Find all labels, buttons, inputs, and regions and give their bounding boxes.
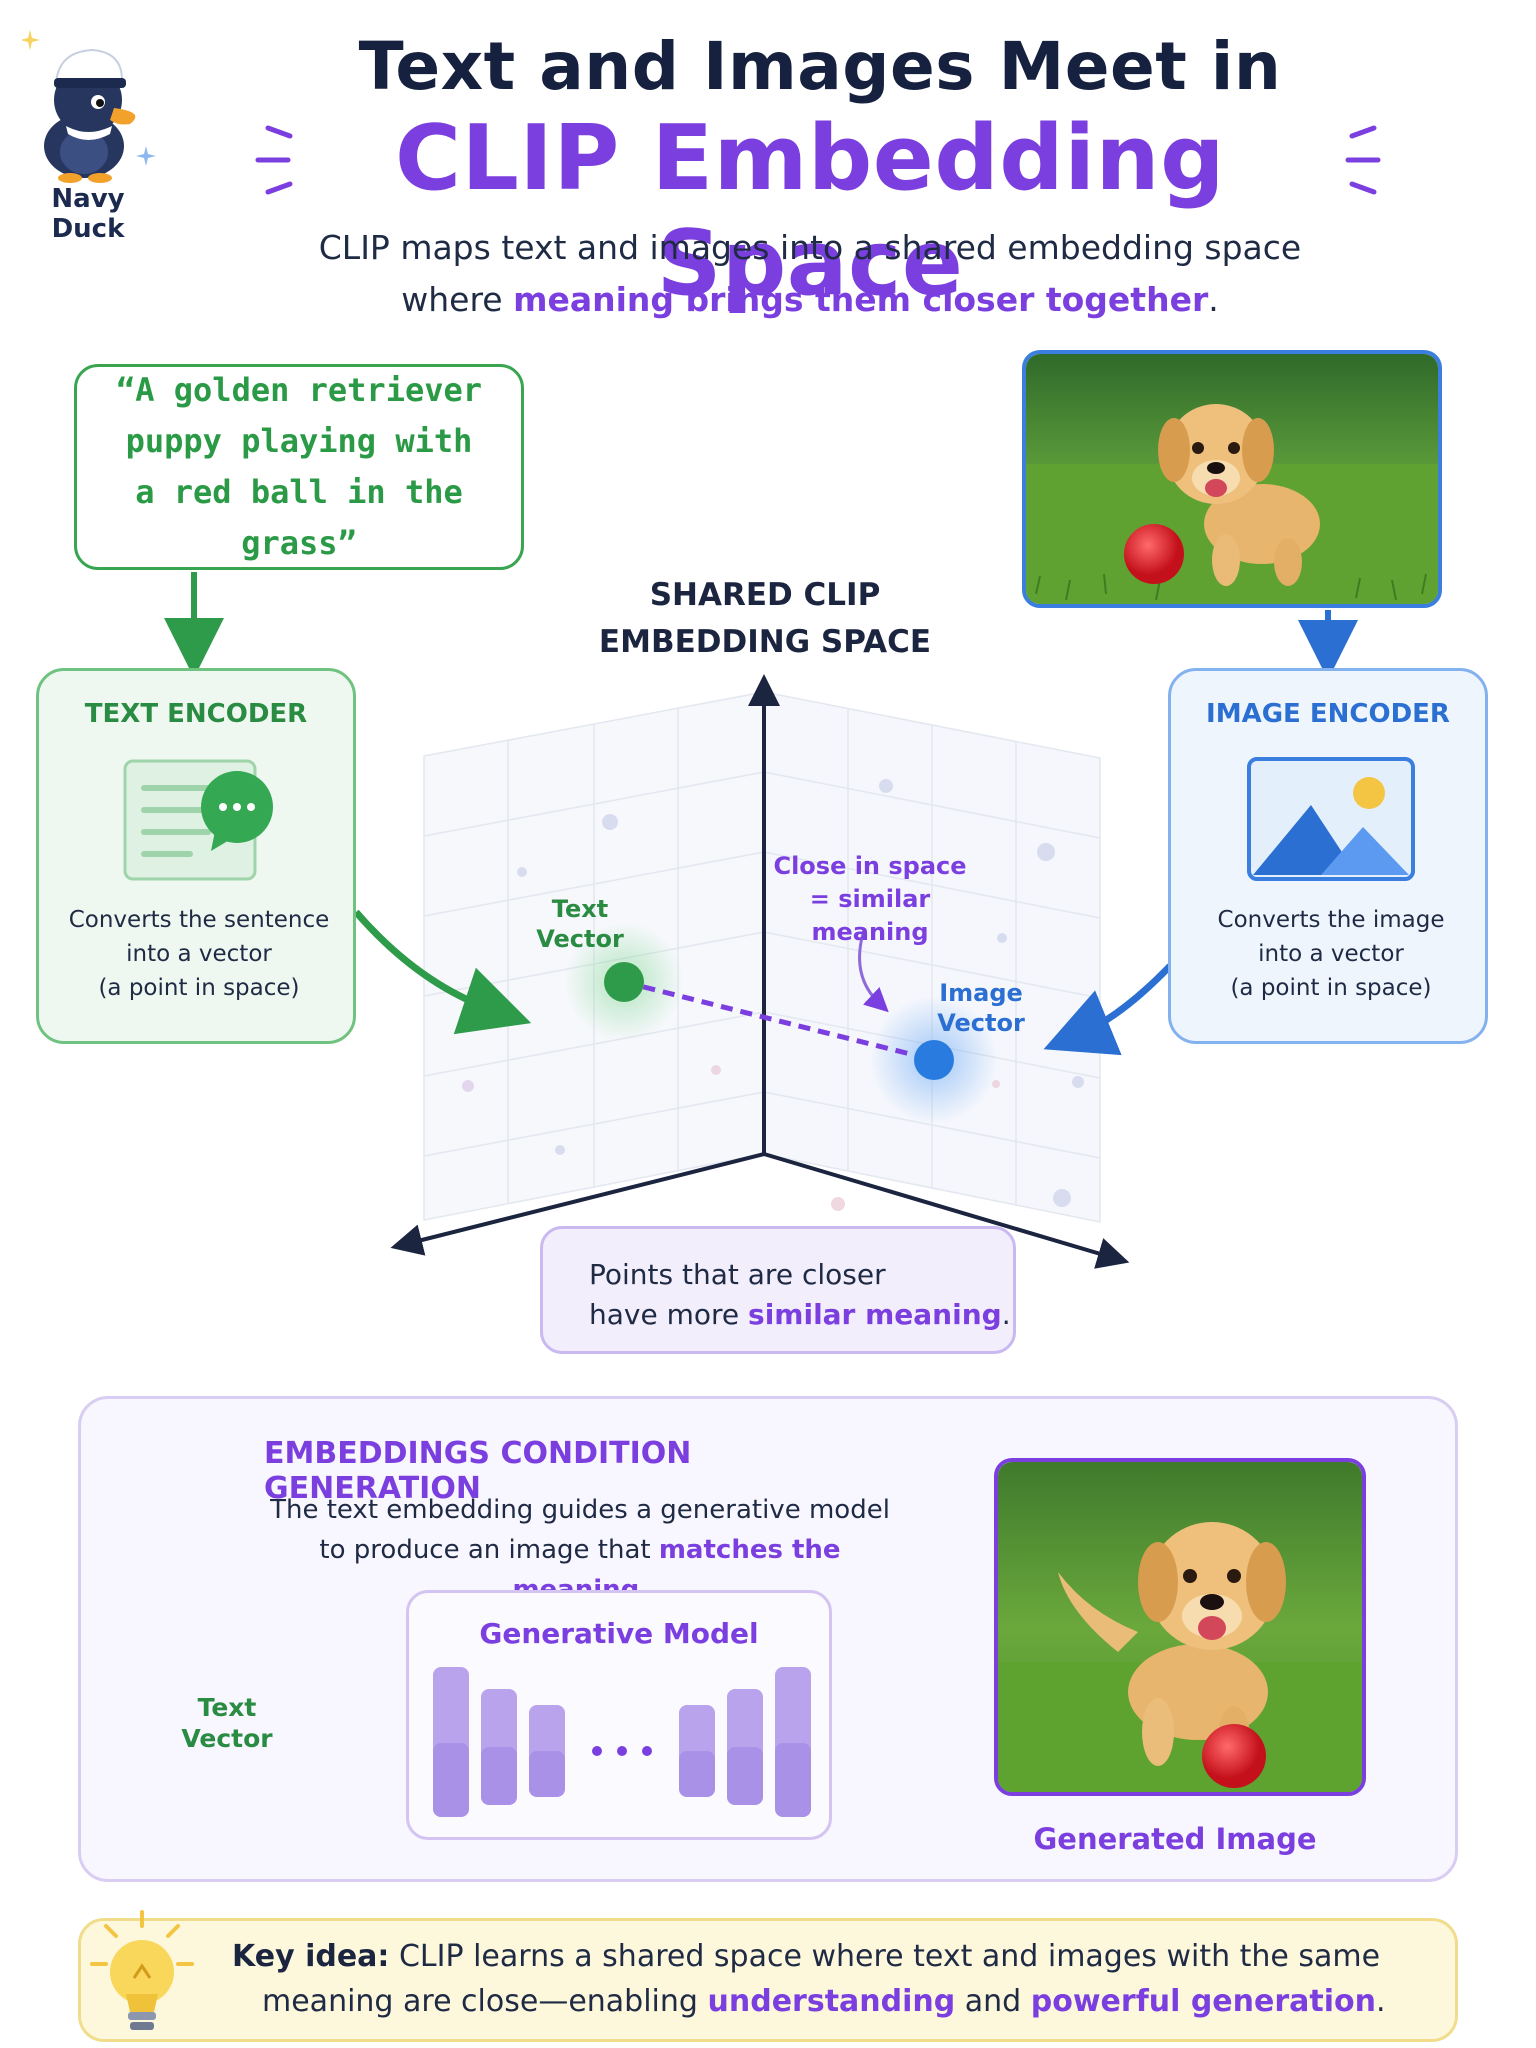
space-faint-points	[462, 779, 1084, 1211]
image-encoder-to-space-arrow	[1043, 963, 1173, 1056]
generated-photo	[994, 1458, 1366, 1796]
lightbulb-icon	[90, 1910, 194, 2030]
puppy-photo-image	[1026, 354, 1438, 604]
key-idea-text2: meaning are close—enabling	[262, 1984, 708, 2019]
key-idea-text: Key idea: CLIP learns a shared space whe…	[232, 1934, 1432, 2024]
page-subtitle: CLIP maps text and images into a shared …	[240, 222, 1380, 326]
space-title-line1: SHARED CLIP	[649, 577, 881, 613]
page-title-line2: CLIP Embedding Space	[394, 106, 1226, 316]
space-axes	[390, 674, 1130, 1269]
space-title-line2: EMBEDDING SPACE	[598, 624, 932, 660]
text-encoder-desc-line2: into a vector	[126, 941, 272, 967]
key-idea-box	[78, 1918, 1458, 2042]
document-chat-icon	[123, 759, 273, 881]
close-label-line1: Close in space	[773, 852, 967, 880]
image-encoder-desc-line2: into a vector	[1258, 941, 1404, 967]
image-encoder-title: IMAGE ENCODER	[1206, 699, 1450, 729]
gen-text-vector-label: Text Vector	[170, 1692, 284, 1754]
subtitle-line2: where meaning brings them closer togethe…	[240, 274, 1380, 326]
prompt-line1: “A golden retriever	[115, 371, 483, 409]
page-title-line1: Text and Images Meet in	[358, 28, 1282, 105]
generative-model-box: Generative Model	[406, 1590, 832, 1840]
prompt-box: “A golden retriever puppy playing with a…	[74, 364, 524, 570]
generation-title: EMBEDDINGS CONDITION GENERATION	[264, 1436, 692, 1506]
key-idea-highlight1: understanding	[707, 1984, 956, 2019]
close-in-space-label: Close in space = similar meaning	[750, 850, 990, 949]
image-vector-point	[914, 1040, 954, 1080]
note-line2: have more similar meaning.	[589, 1295, 1013, 1335]
note-highlight: similar meaning	[748, 1298, 1002, 1331]
generative-model-title: Generative Model	[479, 1617, 759, 1650]
text-vector-label: Text Vector	[520, 894, 640, 954]
note-line1: Points that are closer	[589, 1258, 886, 1291]
close-label-line2: = similar meaning	[809, 885, 931, 946]
text-encoder-title: TEXT ENCODER	[84, 699, 308, 729]
key-idea-line1: Key idea: CLIP learns a shared space whe…	[232, 1934, 1432, 1979]
key-idea-line2: meaning are close—enabling understanding…	[232, 1979, 1432, 2024]
generation-desc-line1: The text embedding guides a generative m…	[270, 1495, 890, 1525]
text-encoder-to-space-arrow	[353, 909, 532, 1035]
prompt-text: “A golden retriever puppy playing with a…	[97, 365, 501, 569]
generated-image-label: Generated Image	[1033, 1822, 1317, 1856]
subtitle-line1: CLIP maps text and images into a shared …	[318, 228, 1302, 267]
text-encoder-desc: Converts the sentence into a vector (a p…	[49, 903, 349, 1005]
title-deco-left	[255, 125, 293, 195]
space-title: SHARED CLIP EMBEDDING SPACE	[560, 572, 970, 666]
text-vector-label-line2: Vector	[536, 925, 624, 953]
text-vector-point	[604, 962, 644, 1002]
generation-desc: The text embedding guides a generative m…	[250, 1490, 910, 1610]
gen-text-vector-line1: Text	[197, 1693, 257, 1722]
landscape-image-icon	[1247, 757, 1415, 881]
input-photo	[1022, 350, 1442, 608]
text-encoder-desc-line3: (a point in space)	[98, 975, 300, 1001]
key-idea-text3: and	[955, 1984, 1031, 2019]
vector-distance-line	[623, 979, 935, 1063]
note-prefix: have more	[589, 1298, 749, 1331]
image-vector-label-line2: Vector	[937, 1009, 1025, 1037]
image-encoder-desc: Converts the image into a vector (a poin…	[1181, 903, 1481, 1005]
model-layers-icon	[433, 1667, 811, 1817]
generated-puppy-image	[998, 1462, 1362, 1792]
key-idea-text1: CLIP learns a shared space where text an…	[389, 1939, 1381, 1974]
image-encoder-desc-line1: Converts the image	[1217, 907, 1445, 933]
text-encoder-desc-line1: Converts the sentence	[68, 907, 330, 933]
close-hint-arrow	[858, 929, 889, 1013]
key-idea-highlight2: powerful generation	[1030, 1984, 1376, 2019]
image-encoder-desc-line3: (a point in space)	[1230, 975, 1432, 1001]
subtitle-where: where	[401, 280, 514, 319]
image-encoder-card: IMAGE ENCODER Converts the image into a …	[1168, 668, 1488, 1044]
brand-name: Navy Duck	[51, 184, 125, 244]
generation-desc-prefix: to produce an image that	[319, 1535, 659, 1565]
prompt-line3: a red ball in the grass”	[135, 473, 463, 562]
subtitle-highlight: meaning brings them closer together	[513, 280, 1209, 319]
gen-text-vector-line2: Vector	[181, 1724, 273, 1753]
prompt-line2: puppy playing with	[125, 422, 473, 460]
key-idea-lead: Key idea:	[232, 1939, 390, 1974]
key-idea-text4: .	[1375, 1984, 1386, 2019]
note-end: .	[1001, 1298, 1011, 1331]
text-encoder-card: TEXT ENCODER Converts the sentence into …	[36, 668, 356, 1044]
title-deco-right	[1345, 125, 1381, 195]
subtitle-end: .	[1208, 280, 1219, 319]
image-vector-label: Image Vector	[916, 978, 1046, 1038]
duck-mascot-icon	[22, 30, 156, 183]
image-vector-label-line1: Image	[939, 979, 1023, 1007]
text-vector-label-line1: Text	[551, 895, 609, 923]
space-grid	[423, 691, 1101, 1223]
closeness-note: Points that are closer have more similar…	[540, 1226, 1016, 1354]
